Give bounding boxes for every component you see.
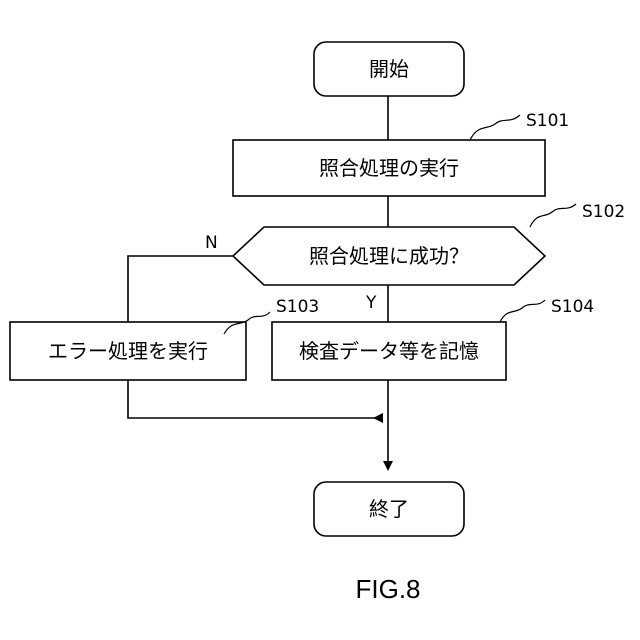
decision-no-label: N	[205, 233, 218, 253]
connector-s102-no-to-s103	[128, 256, 233, 322]
end-terminator: 終了	[314, 482, 464, 536]
leader-s102	[530, 204, 576, 227]
start-label: 開始	[369, 57, 409, 81]
process-s104-label: 検査データ等を記憶	[299, 339, 479, 363]
leader-s101	[470, 115, 520, 140]
decision-yes-label: Y	[365, 293, 377, 313]
decision-s102-label: 照合処理に成功？	[309, 244, 469, 268]
connector-s103-to-merge	[128, 380, 378, 418]
step-label-s103: S103	[276, 297, 319, 317]
step-label-s104: S104	[551, 297, 594, 317]
end-label: 終了	[369, 497, 409, 521]
figure-label: FIG.8	[355, 574, 420, 604]
leader-s104	[500, 300, 545, 322]
process-s101: 照合処理の実行 S101	[233, 111, 569, 196]
merge-arrowhead	[373, 413, 383, 423]
process-s103-label: エラー処理を実行	[48, 339, 208, 363]
step-label-s101: S101	[526, 111, 569, 131]
process-s104: 検査データ等を記憶 S104	[272, 297, 594, 380]
start-terminator: 開始	[314, 42, 464, 96]
process-s101-label: 照合処理の実行	[319, 156, 459, 180]
step-label-s102: S102	[582, 202, 625, 222]
